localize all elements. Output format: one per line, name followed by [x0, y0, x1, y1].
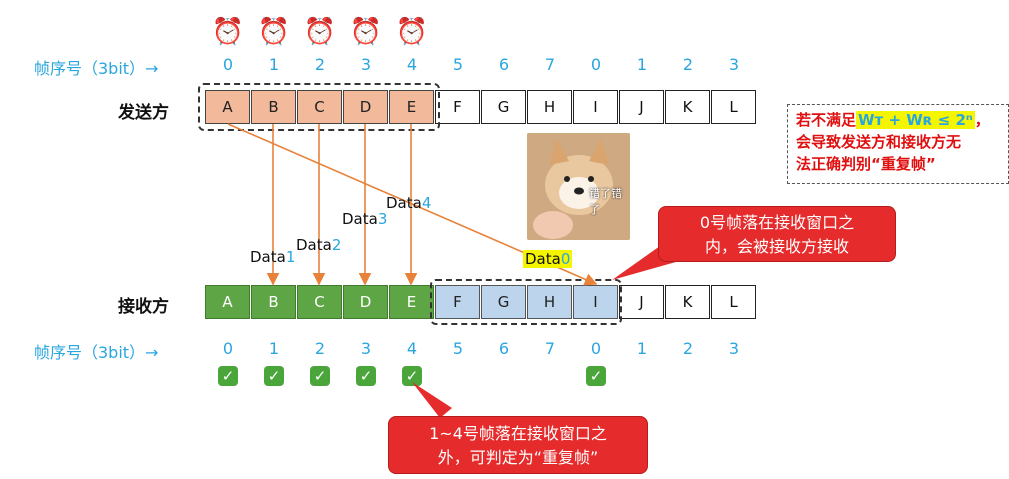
- receiver-frames: A B C D E F G H I J K L: [205, 285, 757, 319]
- shiba-meme-image: 错了错了: [527, 133, 630, 240]
- receiver-frame: K: [665, 285, 710, 319]
- meme-caption: 错了错了: [589, 187, 622, 216]
- callout-accept: 0号帧落在接收窗口之 内，会被接收方接收: [658, 206, 896, 262]
- seq-number: 2: [682, 55, 694, 74]
- data4-label: Data4: [386, 194, 432, 212]
- receiver-frame: E: [389, 285, 434, 319]
- seq-number: 3: [728, 55, 740, 74]
- sender-frame: B: [251, 90, 296, 124]
- sender-title: 发送方: [118, 103, 169, 123]
- sender-frame: C: [297, 90, 342, 124]
- receiver-frame: A: [205, 285, 250, 319]
- seq-number: 2: [314, 339, 326, 358]
- check-icon: ✓: [402, 366, 422, 386]
- seq-number: 1: [268, 339, 280, 358]
- sender-frames: A B C D E F G H I J K L: [205, 90, 757, 124]
- seq-number: 6: [498, 339, 510, 358]
- seq-number: 2: [314, 55, 326, 74]
- seq-label-top: 帧序号（3bit）→: [34, 59, 159, 78]
- receiver-frame: D: [343, 285, 388, 319]
- receiver-frame: J: [619, 285, 664, 319]
- data2-label: Data2: [296, 236, 342, 254]
- alarm-clock-icon: ⏰: [349, 17, 383, 47]
- seq-number: 7: [544, 55, 556, 74]
- seq-number: 0: [590, 339, 602, 358]
- receiver-frame: F: [435, 285, 480, 319]
- seq-label-bottom: 帧序号（3bit）→: [34, 343, 159, 362]
- seq-number: 3: [360, 55, 372, 74]
- receiver-frame: H: [527, 285, 572, 319]
- sender-frame: D: [343, 90, 388, 124]
- sender-frame: A: [205, 90, 250, 124]
- seq-number: 1: [268, 55, 280, 74]
- check-icon: ✓: [586, 366, 606, 386]
- receiver-frame: G: [481, 285, 526, 319]
- sender-frame: I: [573, 90, 618, 124]
- check-icon: ✓: [264, 366, 284, 386]
- data3-label: Data3: [342, 210, 388, 228]
- sender-frame: K: [665, 90, 710, 124]
- receiver-window: [430, 279, 622, 325]
- check-icon: ✓: [310, 366, 330, 386]
- check-icon: ✓: [356, 366, 376, 386]
- receiver-frame: L: [711, 285, 756, 319]
- seq-row-bottom: 0 1 2 3 4 5 6 7 0 1 2 3: [205, 339, 757, 358]
- sender-frame: L: [711, 90, 756, 124]
- seq-number: 2: [682, 339, 694, 358]
- data1-label: Data1: [250, 248, 296, 266]
- sender-frame: H: [527, 90, 572, 124]
- receiver-frame: C: [297, 285, 342, 319]
- receiver-title: 接收方: [118, 297, 169, 317]
- check-icon: ✓: [218, 366, 238, 386]
- callout-duplicate: 1~4号帧落在接收窗口之 外，可判定为“重复帧”: [388, 416, 648, 474]
- inequality-formula: Wᴛ + Wʀ ≤ 2ⁿ: [856, 111, 975, 129]
- seq-number: 0: [222, 339, 234, 358]
- seq-number: 0: [590, 55, 602, 74]
- timer-row: ⏰ ⏰ ⏰ ⏰ ⏰: [205, 17, 435, 47]
- alarm-clock-icon: ⏰: [211, 17, 245, 47]
- callout-duplicate-tail: [412, 382, 452, 418]
- alarm-clock-icon: ⏰: [303, 17, 337, 47]
- seq-number: 5: [452, 339, 464, 358]
- seq-number: 5: [452, 55, 464, 74]
- sender-frame: J: [619, 90, 664, 124]
- seq-number: 3: [360, 339, 372, 358]
- sender-frame: F: [435, 90, 480, 124]
- alarm-clock-icon: ⏰: [395, 17, 429, 47]
- shiba-dog-icon: [527, 133, 630, 240]
- alarm-clock-icon: ⏰: [257, 17, 291, 47]
- seq-number: 4: [406, 339, 418, 358]
- seq-row-top: 0 1 2 3 4 5 6 7 0 1 2 3: [205, 55, 757, 74]
- seq-number: 3: [728, 339, 740, 358]
- seq-number: 7: [544, 339, 556, 358]
- seq-number: 6: [498, 55, 510, 74]
- sender-frame: E: [389, 90, 434, 124]
- data0-label: Data0: [523, 250, 573, 268]
- seq-number: 1: [636, 339, 648, 358]
- seq-number: 0: [222, 55, 234, 74]
- seq-number: 4: [406, 55, 418, 74]
- sender-frame: G: [481, 90, 526, 124]
- seq-number: 1: [636, 55, 648, 74]
- receiver-frame: I: [573, 285, 618, 319]
